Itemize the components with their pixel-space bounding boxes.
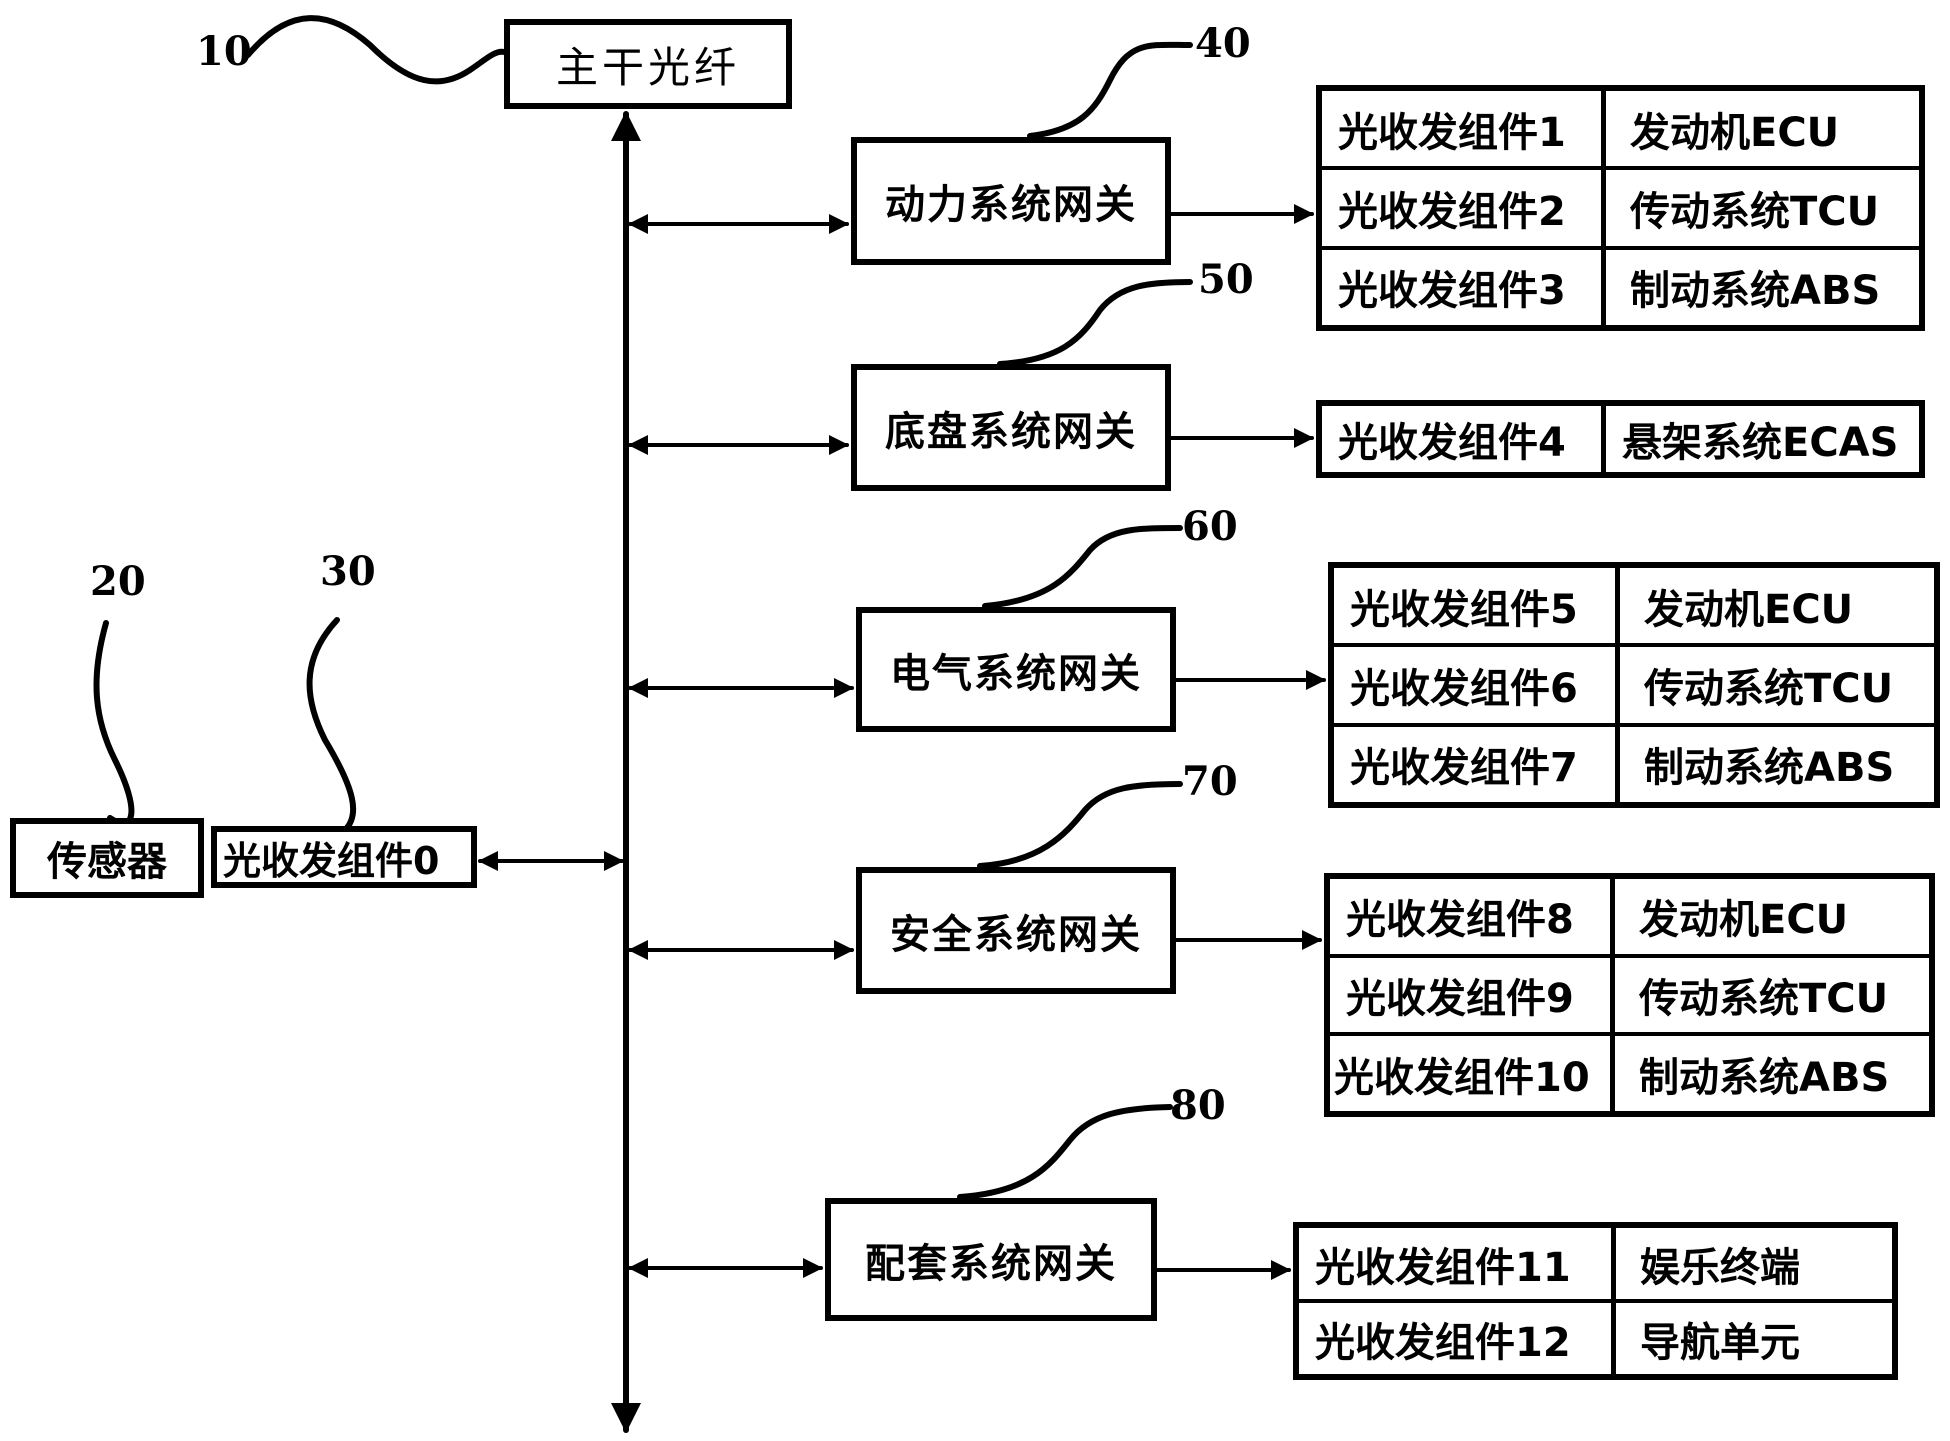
- table-row: 光收发组件11 娱乐终端: [1299, 1228, 1892, 1299]
- table-row: 光收发组件10 制动系统ABS: [1330, 1032, 1929, 1112]
- ref-label-80: 80: [1170, 1082, 1226, 1129]
- transceiver-cell: 光收发组件9: [1330, 957, 1615, 1033]
- device-cell: 制动系统ABS: [1630, 268, 1881, 315]
- device-cell: 传动系统TCU: [1644, 665, 1894, 712]
- leader-line-80: [957, 1104, 1173, 1200]
- table-row: 光收发组件9 传动系统TCU: [1330, 953, 1929, 1033]
- transceiver-cell: 光收发组件5: [1334, 568, 1620, 644]
- transceiver-cell: 光收发组件4: [1322, 406, 1606, 472]
- trunk-fiber-box: 主干光纤: [504, 19, 792, 109]
- gateway-box-accessory: 配套系统网关: [825, 1198, 1157, 1321]
- transceiver-cell: 光收发组件3: [1322, 249, 1606, 325]
- gateway-box-chassis: 底盘系统网关: [851, 364, 1171, 491]
- sensor-box: 传感器: [10, 818, 204, 898]
- device-table-power: 光收发组件1 发动机ECU 光收发组件2 传动系统TCU 光收发组件3 制动系统…: [1316, 85, 1925, 331]
- ref-label-60: 60: [1182, 503, 1238, 550]
- transceiver-cell: 光收发组件1: [1322, 91, 1606, 167]
- table-row: 光收发组件6 传动系统TCU: [1334, 643, 1934, 723]
- device-table-electrical: 光收发组件5 发动机ECU 光收发组件6 传动系统TCU 光收发组件7 制动系统…: [1328, 562, 1940, 808]
- ref-label-20: 20: [90, 558, 146, 605]
- table-row: 光收发组件8 发动机ECU: [1330, 879, 1929, 954]
- trunk-fiber-label: 主干光纤: [555, 42, 740, 92]
- leader-line-40: [1027, 41, 1193, 139]
- transceiver-cell: 光收发组件11: [1299, 1228, 1616, 1299]
- ref-label-30: 30: [320, 548, 376, 595]
- gateway-label: 电气系统网关: [890, 650, 1142, 697]
- device-cell: 发动机ECU: [1630, 109, 1840, 156]
- table-row: 光收发组件2 传动系统TCU: [1322, 166, 1919, 246]
- device-cell: 制动系统ABS: [1644, 745, 1895, 792]
- device-cell: 传动系统TCU: [1639, 976, 1889, 1022]
- gateway-box-electrical: 电气系统网关: [856, 607, 1176, 732]
- transceiver-cell: 光收发组件8: [1330, 879, 1615, 954]
- transceiver-cell: 光收发组件10: [1330, 1036, 1615, 1112]
- leader-line-60: [982, 525, 1183, 609]
- ref-label-70: 70: [1182, 758, 1238, 805]
- leader-line-20: [93, 620, 135, 827]
- transceiver-cell: 光收发组件6: [1334, 647, 1620, 723]
- table-row: 光收发组件7 制动系统ABS: [1334, 722, 1934, 802]
- transceiver-cell: 光收发组件2: [1322, 170, 1606, 246]
- device-cell: 发动机ECU: [1639, 897, 1849, 944]
- table-row: 光收发组件5 发动机ECU: [1334, 568, 1934, 644]
- gateway-box-safety: 安全系统网关: [856, 867, 1176, 994]
- table-row: 光收发组件1 发动机ECU: [1322, 91, 1919, 167]
- sensor-label: 传感器: [47, 839, 167, 885]
- gateway-label: 动力系统网关: [885, 182, 1137, 228]
- transceiver0-label: 光收发组件0: [223, 838, 440, 883]
- gateway-label: 底盘系统网关: [885, 408, 1137, 455]
- gateway-label: 安全系统网关: [890, 911, 1142, 958]
- device-table-accessory: 光收发组件11 娱乐终端 光收发组件12 导航单元: [1293, 1222, 1898, 1380]
- transceiver0-box: 光收发组件0: [211, 826, 477, 888]
- leader-line-30: [306, 617, 357, 833]
- leader-line-50: [997, 279, 1193, 367]
- device-cell: 悬架系统ECAS: [1622, 420, 1899, 466]
- gateway-label: 配套系统网关: [865, 1240, 1117, 1287]
- gateway-box-power: 动力系统网关: [851, 137, 1171, 265]
- device-cell: 娱乐终端: [1640, 1244, 1800, 1291]
- ref-label-50: 50: [1198, 256, 1254, 303]
- device-cell: 导航单元: [1640, 1319, 1800, 1366]
- table-row: 光收发组件4 悬架系统ECAS: [1322, 406, 1919, 472]
- transceiver-cell: 光收发组件12: [1299, 1303, 1616, 1374]
- ref-label-10: 10: [196, 28, 252, 75]
- transceiver-cell: 光收发组件7: [1334, 726, 1620, 802]
- leader-line-70: [977, 781, 1183, 869]
- table-row: 光收发组件12 导航单元: [1299, 1299, 1892, 1374]
- table-row: 光收发组件3 制动系统ABS: [1322, 245, 1919, 325]
- device-cell: 发动机ECU: [1644, 586, 1854, 633]
- device-table-safety: 光收发组件8 发动机ECU 光收发组件9 传动系统TCU 光收发组件10 制动系…: [1324, 873, 1935, 1117]
- leader-line-10: [245, 15, 507, 85]
- device-cell: 传动系统TCU: [1630, 188, 1880, 235]
- device-cell: 制动系统ABS: [1639, 1054, 1890, 1101]
- device-table-chassis: 光收发组件4 悬架系统ECAS: [1316, 400, 1925, 478]
- ref-label-40: 40: [1195, 20, 1251, 67]
